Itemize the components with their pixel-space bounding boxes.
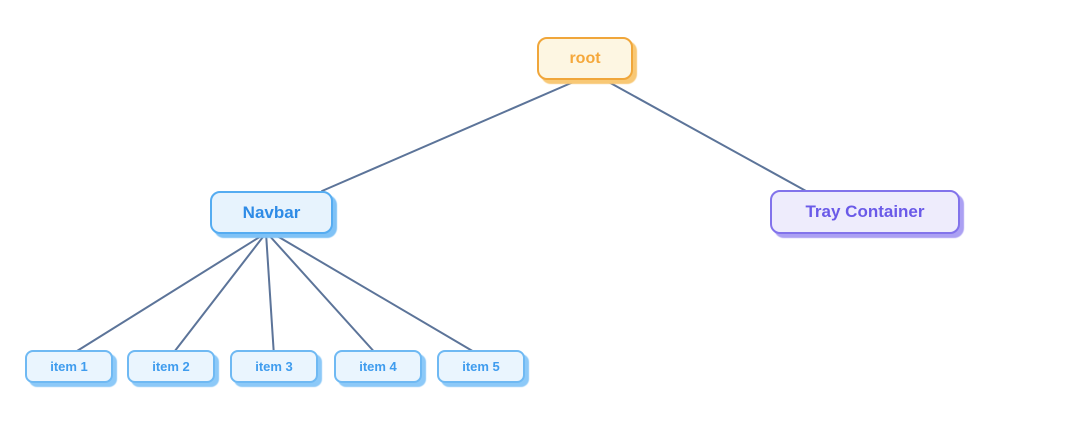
node-navbar[interactable]: Navbar xyxy=(210,191,333,234)
node-label: item 2 xyxy=(152,359,190,374)
node-item-5[interactable]: item 5 xyxy=(437,350,525,383)
node-label: item 4 xyxy=(359,359,397,374)
node-tray-container[interactable]: Tray Container xyxy=(770,190,960,234)
node-label: root xyxy=(569,49,601,67)
edge-root-tray-container xyxy=(604,79,807,192)
node-label: item 5 xyxy=(462,359,500,374)
node-item-3[interactable]: item 3 xyxy=(230,350,318,383)
node-label: item 1 xyxy=(50,359,88,374)
edge-navbar-item-3 xyxy=(265,232,275,357)
node-item-2[interactable]: item 2 xyxy=(127,350,215,383)
edge-navbar-item-5 xyxy=(271,232,482,357)
edge-navbar-item-1 xyxy=(68,232,267,357)
edge-navbar-item-4 xyxy=(266,232,379,357)
node-item-4[interactable]: item 4 xyxy=(334,350,422,383)
edge-navbar-item-2 xyxy=(170,232,267,357)
edge-root-navbar xyxy=(321,79,579,192)
node-label: Navbar xyxy=(242,202,301,222)
node-label: item 3 xyxy=(255,359,293,374)
node-item-1[interactable]: item 1 xyxy=(25,350,113,383)
node-root[interactable]: root xyxy=(537,37,633,80)
node-label: Tray Container xyxy=(805,202,925,221)
